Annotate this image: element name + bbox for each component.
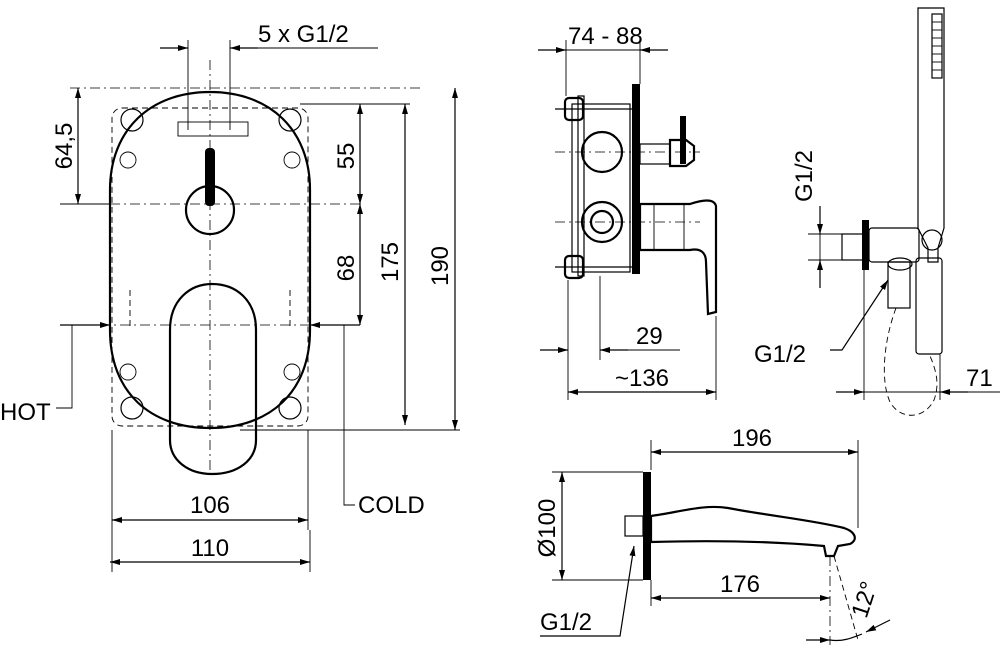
- cold-label: COLD: [358, 492, 425, 519]
- depth-range-label: 74 - 88: [568, 23, 643, 50]
- width-110-label: 110: [191, 535, 229, 562]
- hose: [883, 307, 938, 416]
- mounting-ear-tr: [278, 108, 302, 132]
- spout-rosette: [643, 472, 651, 580]
- width-106-label: 106: [190, 492, 230, 519]
- mixer-handle: [168, 282, 258, 476]
- spout-projection-label: 176: [720, 571, 760, 598]
- g12-top-label: G1/2: [791, 150, 818, 202]
- mounting-ear-br: [278, 396, 302, 420]
- dim-29-label: 29: [636, 323, 663, 350]
- dim-175-label: 175: [377, 242, 404, 282]
- dim-71-label: 71: [966, 365, 993, 392]
- rosette-diameter-label: Ø100: [534, 499, 561, 558]
- dim-68-label: 68: [333, 255, 360, 282]
- wall-plate: [632, 84, 640, 274]
- body-box: [571, 103, 631, 273]
- spout-angle-label: 12°: [846, 578, 883, 621]
- side-view: 74 - 88 29 ~136: [538, 23, 718, 400]
- spout-view: 196 176 Ø100 G1/2 12°: [534, 425, 891, 645]
- mounting-ear-tl: [120, 108, 144, 132]
- mounting-ear-bl: [120, 396, 144, 420]
- wall-elbow: [841, 233, 865, 261]
- top-outlet: [177, 121, 249, 137]
- spout-body: [649, 505, 856, 558]
- mixer-handle-side: [638, 199, 718, 316]
- hand-shower-view: G1/2 G1/2 71: [754, 7, 1000, 416]
- hand-shower: [917, 7, 945, 263]
- spout-length-label: 196: [732, 425, 772, 452]
- connections-label: 5 x G1/2: [258, 21, 349, 48]
- g12-elbow-label: G1/2: [754, 341, 806, 368]
- dim-190-label: 190: [427, 246, 454, 286]
- dim-55-label: 55: [333, 143, 360, 170]
- height-upper-label: 64,5: [51, 123, 78, 170]
- depth-136-label: ~136: [615, 365, 669, 392]
- g12-spout-label: G1/2: [540, 609, 592, 636]
- front-view: 5 x G1/2 64,5 55 68 175 190 HOT COLD 106: [0, 21, 460, 572]
- cover-plate: [108, 90, 312, 430]
- diverter-lever: [205, 148, 215, 206]
- hot-label: HOT: [0, 399, 51, 426]
